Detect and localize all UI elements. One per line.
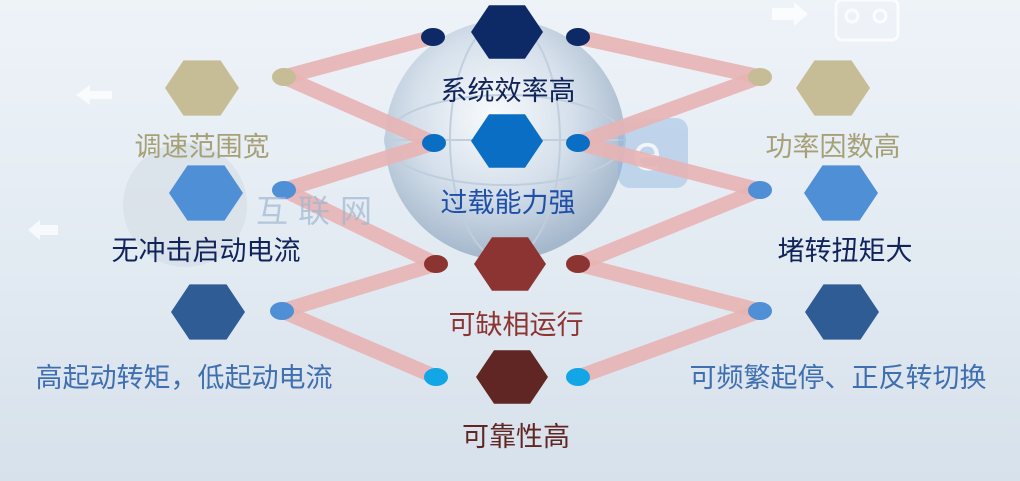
connector-dot [421,28,445,46]
label-high-stall-torque: 堵转扭矩大 [777,236,913,267]
label-high-starting-torque: 高起动转矩，低起动电流 [35,363,333,394]
label-phase-loss-operation: 可缺相运行 [448,310,584,341]
connector-dot [566,28,590,46]
connector-left [276,29,441,85]
connector-dot [566,134,590,152]
label-frequent-start-reverse: 可频繁起停、正反转切换 [689,363,987,394]
center-hexagon [471,5,543,59]
connector-left [276,69,442,151]
connector-dot [748,68,772,86]
connector-dot [424,368,448,386]
watermark: 互联网 [256,192,383,230]
connector-dot [424,255,448,273]
connector-dot [272,181,296,199]
connector-right [570,182,768,272]
right-hexagon [804,165,878,221]
left-hexagon [171,284,245,340]
center-hexagon [476,350,548,404]
label-overload-capacity: 过载能力强 [440,188,576,219]
connector-dot [270,302,294,320]
connectors [274,29,768,385]
right-hexagon [796,60,870,116]
connector-dot [748,302,772,320]
connector-right [570,256,768,319]
connector-right [570,29,768,85]
connector-dot [748,181,772,199]
people-icon-decor [834,0,900,42]
left-hexagon [169,165,243,221]
label-wide-speed-range: 调速范围宽 [134,132,270,163]
connector-dot [566,255,590,273]
left-hexagon [165,60,239,116]
right-hexagon [805,284,879,340]
connector-right [570,69,768,151]
center-hexagon [471,114,543,168]
center-hexagon [474,237,546,291]
connector-dot [272,68,296,86]
connector-right [570,135,768,198]
connector-dot [422,134,446,152]
connector-left [276,135,442,198]
label-no-inrush-current: 无冲击启动电流 [111,236,301,267]
connector-dot [566,368,590,386]
label-system-efficiency: 系统效率高 [440,76,576,107]
connector-left [274,303,444,385]
nodes [165,5,879,404]
connector-right [570,303,768,385]
label-high-power-factor: 功率因数高 [765,132,901,163]
arrow-icon-decor [28,2,808,240]
connector-left [274,256,444,319]
connector-left [276,182,444,272]
label-high-reliability: 可靠性高 [462,422,570,453]
